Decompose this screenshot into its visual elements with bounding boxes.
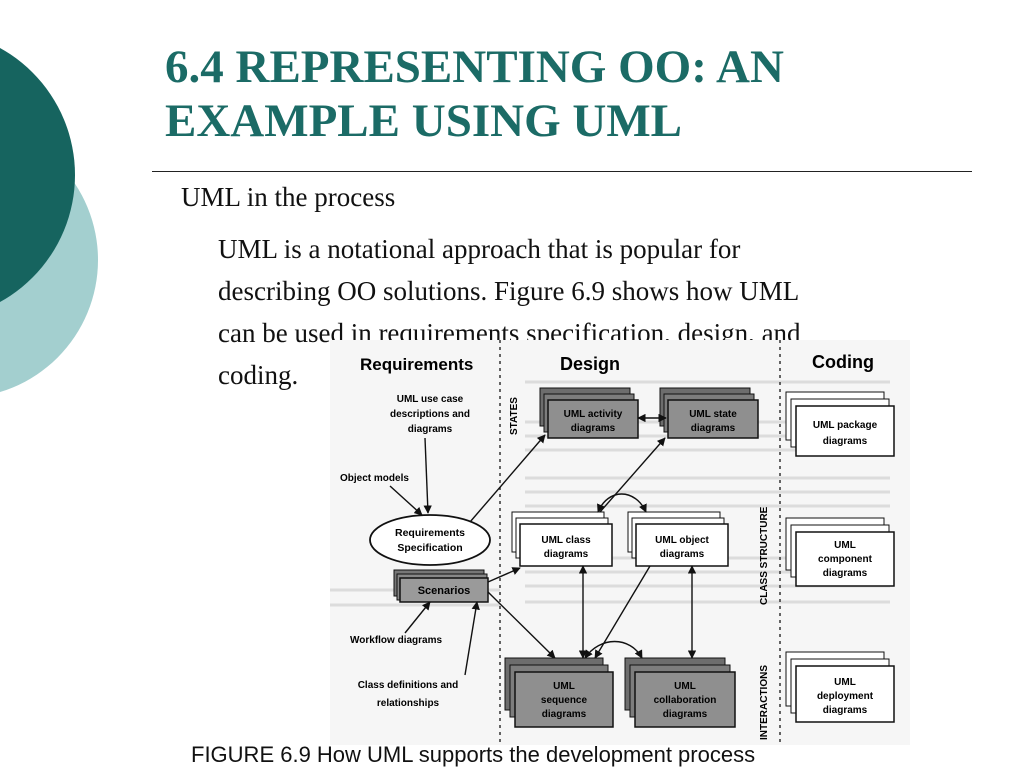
svg-text:UML object: UML object [655,535,709,546]
scenarios-stack: Scenarios [393,569,489,603]
requirements-spec-node [369,514,491,566]
arrow-spec-to-activity [469,434,546,523]
svg-text:UML state: UML state [689,409,737,420]
svg-text:UML: UML [834,677,856,688]
arrow-objmodels-to-spec [389,485,423,516]
header-coding: Coding [812,352,874,372]
decorative-dark-circle [0,48,75,302]
svg-text:relationships: relationships [377,698,440,709]
svg-text:UML use case: UML use case [397,394,464,405]
body-line-1: UML is a notational approach that is pop… [218,234,741,264]
band-class-structure: CLASS STRUCTURE [759,506,770,605]
arrow-usecase-to-spec [423,437,432,514]
arrow-classdefs-to-scenarios [464,601,480,676]
figure-caption: FIGURE 6.9 How UML supports the developm… [191,742,756,767]
arrow-object-sequence [594,565,651,659]
arrow-scenarios-to-class [487,567,521,583]
box-uml-collaboration: UML collaboration diagrams [624,657,736,728]
svg-text:diagrams: diagrams [691,423,736,434]
svg-text:diagrams: diagrams [663,709,708,720]
svg-text:collaboration: collaboration [654,695,717,706]
svg-text:deployment: deployment [817,691,874,702]
title-line-2: EXAMPLE USING UML [165,95,683,147]
svg-text:descriptions and: descriptions and [390,409,470,420]
label-use-case: UML use case descriptions and diagrams [390,394,470,435]
label-scenarios: Scenarios [418,585,471,597]
svg-text:UML: UML [553,681,575,692]
arrow-workflow-to-scenarios [404,601,431,634]
box-uml-activity: UML activity diagrams [539,387,639,439]
body-line-4: coding. [218,360,299,390]
band-interactions: INTERACTIONS [759,665,770,740]
subheading: UML in the process [181,182,396,212]
band-states: STATES [509,397,520,435]
arrow-class-object [597,493,647,513]
svg-text:Class definitions and: Class definitions and [358,680,459,691]
svg-text:diagrams: diagrams [542,709,587,720]
svg-text:UML package: UML package [813,420,878,431]
svg-text:UML: UML [834,540,856,551]
slide-decoration [0,48,98,393]
svg-text:diagrams: diagrams [823,436,868,447]
arrow-scenarios-to-sequence [487,591,556,659]
uml-process-figure: Requirements Design Coding STATES CLASS … [330,340,910,745]
label-class-definitions: Class definitions and relationships [358,680,459,709]
box-uml-class: UML class diagrams [511,511,613,567]
body-line-2: describing OO solutions. Figure 6.9 show… [218,276,800,306]
box-uml-package: UML package diagrams [785,391,895,457]
arrow-class-state [599,437,666,513]
header-requirements: Requirements [360,355,473,374]
svg-text:diagrams: diagrams [571,423,616,434]
title-divider [152,171,972,172]
box-uml-object: UML object diagrams [627,511,729,567]
slide-title: 6.4 REPRESENTING OO: AN EXAMPLE USING UM… [165,40,985,148]
label-req-spec-1: Requirements [395,527,465,539]
svg-text:diagrams: diagrams [544,549,589,560]
svg-text:UML class: UML class [541,535,591,546]
box-uml-deployment: UML deployment diagrams [785,651,895,723]
label-object-models: Object models [340,473,409,484]
svg-text:diagrams: diagrams [823,568,868,579]
svg-text:diagrams: diagrams [823,705,868,716]
title-line-1: 6.4 REPRESENTING OO: AN [165,41,784,93]
box-uml-sequence: UML sequence diagrams [504,657,614,728]
svg-text:diagrams: diagrams [408,424,453,435]
svg-text:diagrams: diagrams [660,549,705,560]
header-design: Design [560,354,620,374]
label-req-spec-2: Specification [397,542,462,554]
svg-text:UML: UML [674,681,696,692]
svg-text:UML activity: UML activity [564,409,623,420]
svg-text:component: component [818,554,873,565]
svg-text:sequence: sequence [541,695,588,706]
arrow-sequence-collaboration [584,640,643,659]
box-uml-component: UML component diagrams [785,517,895,587]
box-uml-state: UML state diagrams [659,387,759,439]
label-workflow: Workflow diagrams [350,635,442,646]
